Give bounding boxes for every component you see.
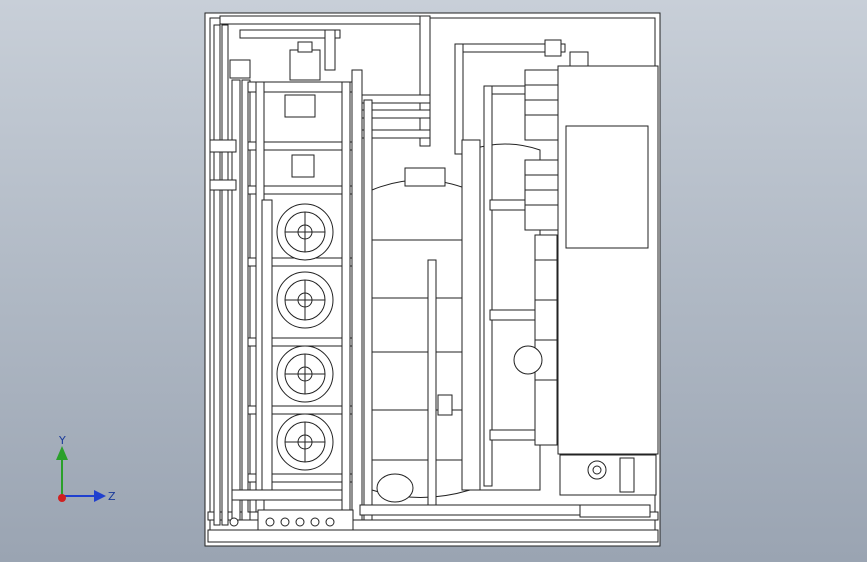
top-piping (219, 15, 566, 155)
y-axis-label: Y (58, 434, 66, 447)
pump-stack (513, 234, 558, 446)
origin-point (58, 494, 66, 502)
filter-vessel (461, 85, 541, 491)
control-cabinet[interactable] (557, 51, 659, 455)
cabinet-door-panel[interactable] (565, 125, 649, 249)
pump-motor-lower (524, 159, 561, 231)
z-axis-arrow (94, 490, 106, 502)
membrane-end-cap-3 (276, 345, 334, 403)
bottom-manifold (229, 454, 657, 531)
membrane-end-cap-4 (276, 413, 334, 471)
membrane-end-cap-2 (276, 271, 334, 329)
membrane-end-cap-1 (276, 203, 334, 261)
coordinate-triad: Y Z (56, 434, 116, 503)
y-axis-arrow (56, 446, 68, 460)
z-axis-label: Z (108, 490, 116, 503)
pump-motor-upper (524, 69, 561, 141)
left-pipe-bundle (209, 24, 251, 526)
storage-tank (371, 167, 471, 511)
base-rail (207, 529, 659, 543)
